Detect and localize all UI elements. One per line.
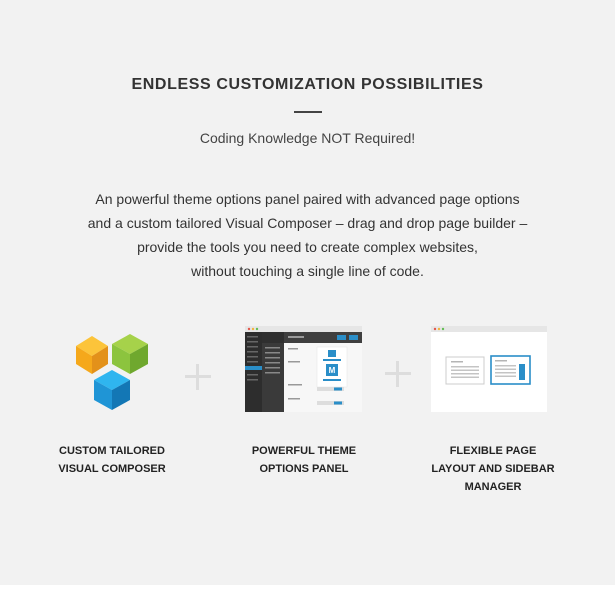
- feature-section: ENDLESS CUSTOMIZATION POSSIBILITIES Codi…: [0, 0, 615, 585]
- page-layout-sidebar-icon: [431, 326, 547, 412]
- section-heading: ENDLESS CUSTOMIZATION POSSIBILITIES: [131, 76, 484, 93]
- description-line: without touching a single line of code.: [191, 263, 424, 279]
- caption-line: LAYOUT AND SIDEBAR: [431, 463, 555, 475]
- caption-line: MANAGER: [464, 481, 522, 493]
- theme-options-panel-screenshot: M: [245, 326, 362, 412]
- description-line: and a custom tailored Visual Composer – …: [87, 215, 528, 231]
- description-line: provide the tools you need to create com…: [137, 239, 478, 255]
- caption-line: OPTIONS PANEL: [259, 463, 349, 475]
- feature-caption-theme-options: POWERFUL THEME OPTIONS PANEL: [224, 442, 384, 478]
- svg-text:M: M: [329, 366, 336, 375]
- visual-composer-logo-icon: [74, 334, 150, 412]
- caption-line: VISUAL COMPOSER: [58, 463, 166, 475]
- section-subheading: Coding Knowledge NOT Required!: [199, 130, 416, 146]
- plus-icon: [385, 361, 411, 392]
- feature-caption-visual-composer: CUSTOM TAILORED VISUAL COMPOSER: [32, 442, 192, 478]
- caption-line: CUSTOM TAILORED: [59, 445, 165, 457]
- caption-line: POWERFUL THEME: [251, 445, 357, 457]
- section-description: An powerful theme options panel paired w…: [60, 187, 555, 283]
- heading-divider: [294, 111, 322, 113]
- caption-line: FLEXIBLE PAGE: [449, 445, 537, 457]
- plus-icon: [185, 364, 211, 395]
- feature-caption-page-layout: FLEXIBLE PAGE LAYOUT AND SIDEBAR MANAGER: [413, 442, 573, 496]
- description-line: An powerful theme options panel paired w…: [95, 191, 520, 207]
